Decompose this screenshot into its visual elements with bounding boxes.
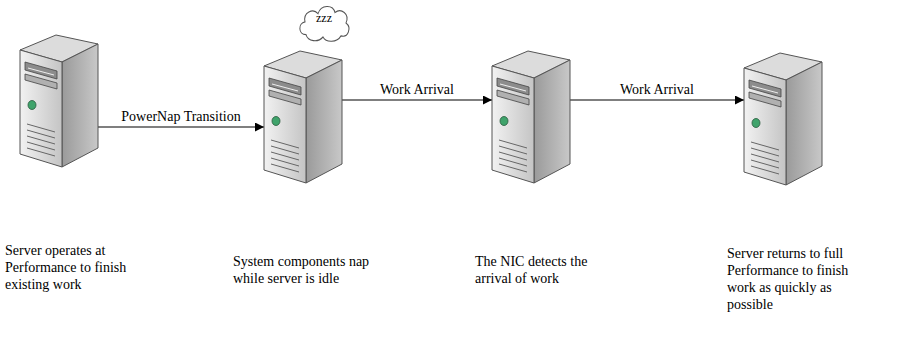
server-illustration [490, 48, 572, 185]
server-node: Server operates at Performance to finish… [5, 32, 145, 295]
server-caption: Server returns to full Performance to fi… [727, 245, 877, 313]
arrow-label: PowerNap Transition [119, 108, 242, 125]
arrow-label: Work Arrival [618, 81, 696, 98]
arrow-label: Work Arrival [378, 81, 456, 98]
transition-arrow [342, 99, 492, 100]
server-node: Server returns to full Performance to fi… [727, 50, 877, 315]
transition-arrow [98, 126, 264, 127]
server-node: The NIC detects the arrival of work [475, 48, 615, 289]
sleep-text: zzz [296, 2, 352, 26]
server-illustration [742, 50, 824, 187]
server-illustration [262, 48, 344, 185]
sleep-cloud: zzz [296, 2, 352, 44]
server-caption: The NIC detects the arrival of work [475, 253, 615, 287]
server-caption: Server operates at Performance to finish… [5, 242, 145, 293]
transition-arrow [570, 99, 744, 100]
server-illustration [18, 32, 100, 169]
server-node: System components nap while server is id… [233, 48, 383, 289]
server-caption: System components nap while server is id… [233, 253, 383, 287]
